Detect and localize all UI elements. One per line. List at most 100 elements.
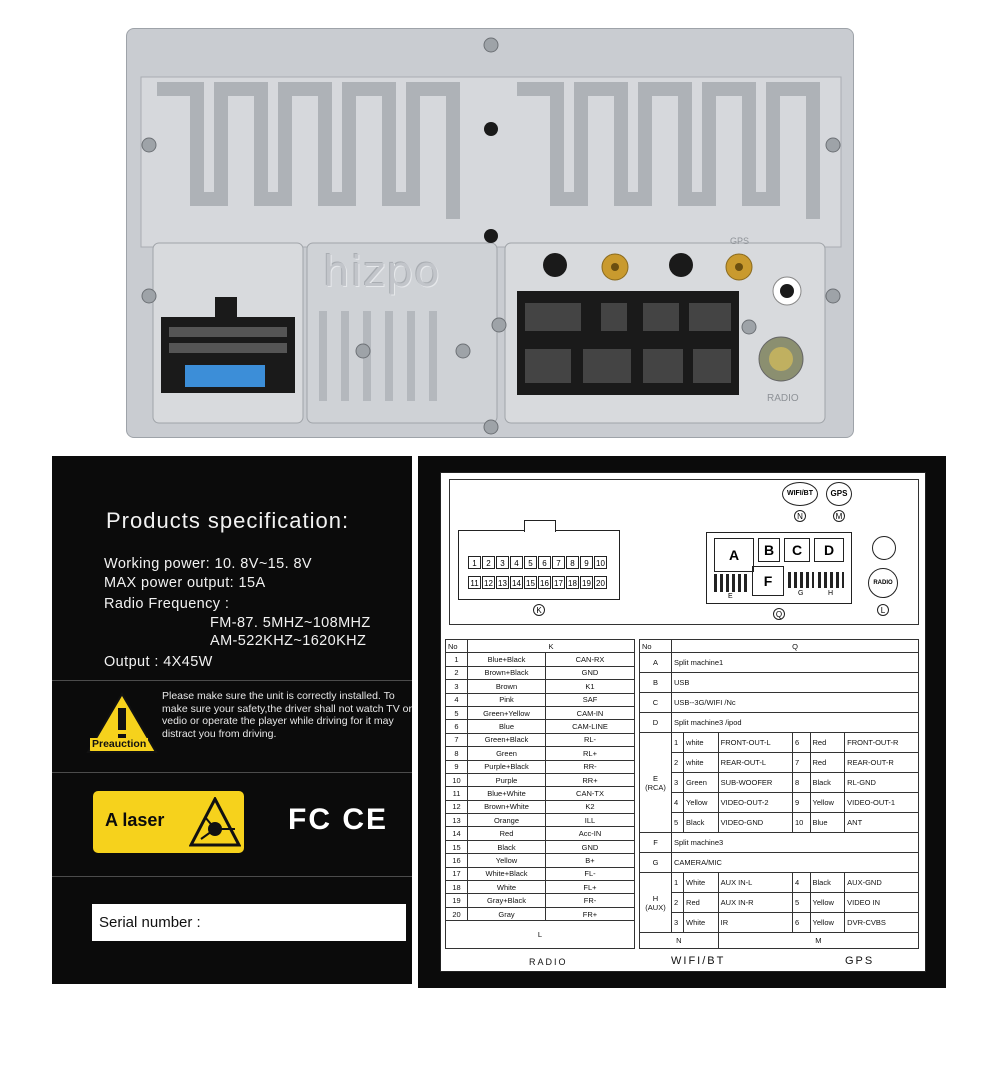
table-cell: 8 bbox=[792, 772, 811, 794]
table-cell: GND bbox=[545, 665, 635, 681]
table-cell: ANT bbox=[844, 812, 919, 834]
label-g: G bbox=[798, 590, 804, 597]
connector-k-latch bbox=[524, 520, 556, 532]
table-cell: CAN-RX bbox=[545, 652, 635, 667]
table-cell: Split machine1 bbox=[671, 652, 919, 674]
table-cell: 4 bbox=[792, 872, 811, 894]
table-cell: 9 bbox=[445, 759, 468, 774]
divider bbox=[52, 876, 412, 877]
table-cell: Split machine3 bbox=[671, 832, 919, 854]
table-cell: IR bbox=[717, 912, 794, 934]
table-cell: Brown+White bbox=[467, 799, 546, 815]
block-e-pins bbox=[714, 574, 748, 592]
table-cell: DVR-CVBS bbox=[844, 912, 919, 934]
table-cell: F bbox=[639, 832, 672, 854]
table-cell: 2 bbox=[670, 892, 685, 914]
divider bbox=[52, 772, 412, 773]
table-cell: white bbox=[683, 732, 719, 754]
working-power: Working power: 10. 8V~15. 8V bbox=[104, 556, 313, 572]
pin: 15 bbox=[524, 576, 537, 589]
table-cell: N bbox=[639, 932, 719, 950]
table-cell: 9 bbox=[792, 792, 811, 814]
table-cell: 2 bbox=[670, 752, 685, 774]
block-f: F bbox=[752, 566, 784, 596]
table-cell: REAR-OUT-R bbox=[844, 752, 919, 774]
table-cell: 7 bbox=[792, 752, 811, 774]
table-cell: 18 bbox=[445, 880, 468, 895]
table-cell: Acc-IN bbox=[545, 826, 635, 841]
table-cell: No bbox=[445, 638, 468, 654]
pin: 12 bbox=[482, 576, 495, 589]
block-a: A bbox=[714, 538, 754, 572]
table-cell: FR- bbox=[545, 893, 635, 908]
connector-q bbox=[706, 532, 852, 604]
laser-hazard-icon bbox=[189, 797, 241, 847]
warning-label: Preauction bbox=[90, 738, 149, 750]
table-cell: Green bbox=[683, 772, 719, 794]
bottom-label-wifi: WIFI/BT bbox=[671, 955, 726, 967]
table-cell: B bbox=[639, 672, 672, 694]
table-cell: Gray+Black bbox=[467, 893, 546, 908]
table-cell: Black bbox=[809, 772, 846, 794]
laser-badge: A laser bbox=[93, 791, 244, 853]
output-power: Output : 4X45W bbox=[104, 654, 213, 670]
table-cell: K2 bbox=[545, 799, 635, 815]
table-cell: 8 bbox=[445, 746, 468, 761]
pin: 4 bbox=[510, 556, 523, 569]
table-cell: AUX-GND bbox=[844, 872, 919, 894]
table-cell: Black bbox=[809, 872, 846, 894]
table-cell: 6 bbox=[792, 912, 811, 934]
table-cell: Purple+Black bbox=[467, 759, 546, 774]
marker-k: K bbox=[533, 604, 545, 616]
table-cell: RR- bbox=[545, 759, 635, 774]
table-cell: VIDEO IN bbox=[844, 892, 919, 914]
table-cell: RL+ bbox=[545, 746, 635, 761]
table-cell: Gray bbox=[467, 906, 546, 922]
table-cell: No bbox=[639, 638, 672, 654]
block-d: D bbox=[814, 538, 844, 562]
table-cell: G bbox=[639, 852, 672, 874]
pin: 6 bbox=[538, 556, 551, 569]
pin: 1 bbox=[468, 556, 481, 569]
laser-label: A laser bbox=[105, 810, 165, 830]
table-cell: H (AUX) bbox=[639, 872, 672, 934]
block-g-pins bbox=[788, 572, 814, 588]
wifi-bt-jack: WIFI/BT bbox=[782, 482, 818, 506]
radio-frequency: Radio Frequency : bbox=[104, 596, 230, 612]
table-cell: Black bbox=[683, 812, 719, 834]
table-cell: 1 bbox=[445, 652, 468, 667]
table-cell: C bbox=[639, 692, 672, 714]
pin: 17 bbox=[552, 576, 565, 589]
table-cell: E (RCA) bbox=[639, 732, 672, 834]
table-cell: 11 bbox=[445, 786, 468, 801]
table-cell: Red bbox=[467, 826, 546, 841]
table-cell: Black bbox=[467, 839, 546, 855]
table-cell: 1 bbox=[670, 872, 685, 894]
pin: 3 bbox=[496, 556, 509, 569]
table-cell: ILL bbox=[545, 813, 635, 828]
block-h-pins bbox=[818, 572, 844, 588]
table-cell: Blue bbox=[809, 812, 846, 834]
gps-jack-label: GPS bbox=[730, 236, 750, 246]
table-cell: Yellow bbox=[467, 853, 546, 868]
pin: 7 bbox=[552, 556, 565, 569]
table-cell: white bbox=[683, 752, 719, 774]
table-cell: 4 bbox=[670, 792, 685, 814]
block-c: C bbox=[784, 538, 810, 562]
